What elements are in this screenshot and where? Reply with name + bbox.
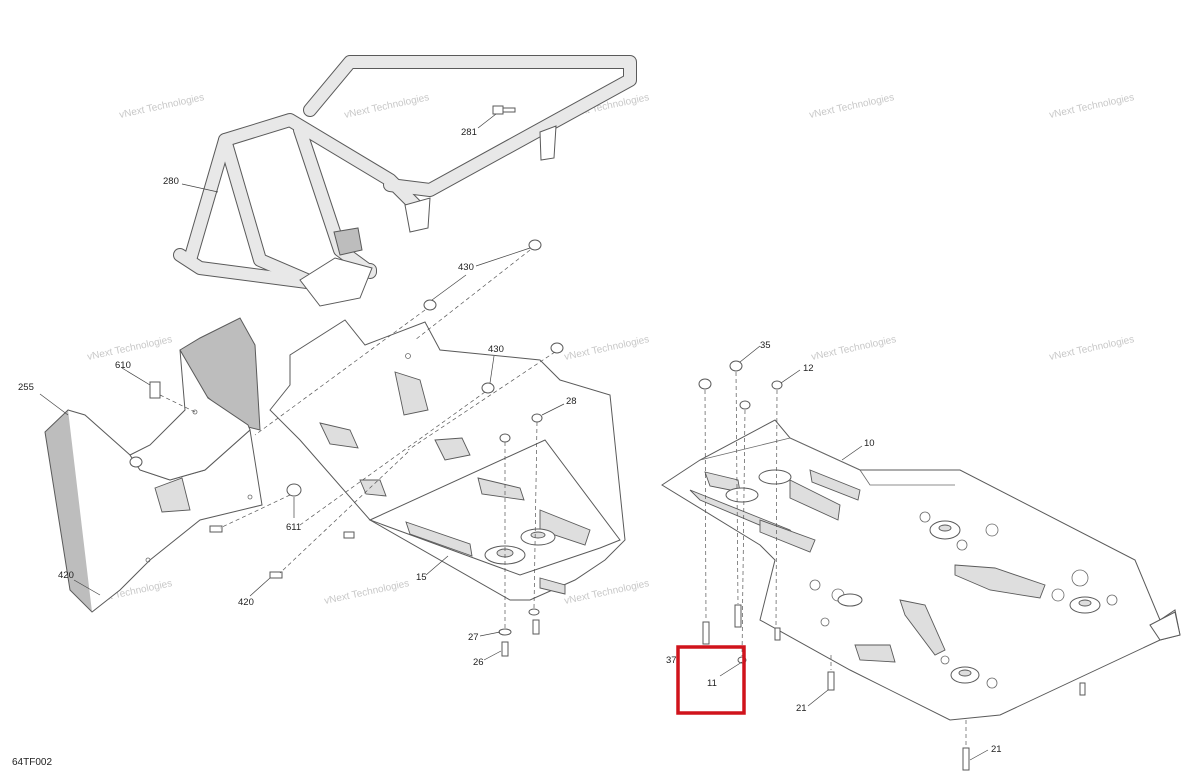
- highlight-box: [676, 645, 746, 715]
- callout-430: 430: [458, 262, 474, 273]
- watermark: vNext Technologies: [86, 334, 173, 363]
- bolt-420: [209, 525, 223, 533]
- callouts: 280 281 430 430 255 610 611 420 420 15 2…: [18, 127, 1002, 755]
- nut-35: [698, 378, 712, 390]
- nut: [499, 433, 511, 443]
- fasteners: [129, 239, 1086, 771]
- bolt-26: [501, 641, 509, 657]
- skid-plate-15: [269, 319, 626, 601]
- assembly-lines: [159, 249, 967, 746]
- callout-255: 255: [18, 382, 34, 393]
- callout-281: 281: [461, 127, 477, 138]
- bolt-21: [962, 747, 970, 771]
- bolt-420: [269, 571, 283, 579]
- bolt-37: [734, 604, 742, 628]
- callout-21: 21: [796, 703, 807, 714]
- nut-611: [286, 483, 302, 497]
- nut-28: [531, 413, 543, 423]
- washer-27: [498, 628, 512, 636]
- callout-430: 430: [488, 344, 504, 355]
- watermark: vNext Technologies: [1048, 92, 1135, 121]
- nut-430: [528, 239, 542, 251]
- callout-11: 11: [707, 678, 717, 689]
- watermark: vNext Technologies: [810, 334, 897, 363]
- callout-27: 27: [468, 632, 479, 643]
- callout-21: 21: [991, 744, 1002, 755]
- callout-10: 10: [864, 438, 875, 449]
- watermark: vNext Technologies: [323, 578, 410, 607]
- callout-12: 12: [803, 363, 814, 374]
- bolt-21: [774, 627, 781, 641]
- callout-420: 420: [238, 597, 254, 608]
- nut-430: [423, 299, 437, 311]
- callout-35: 35: [760, 340, 771, 351]
- stud-610: [149, 381, 161, 399]
- watermark: vNext Technologies: [808, 92, 895, 121]
- callout-610: 610: [115, 360, 131, 371]
- leader-lines: [39, 113, 989, 761]
- nut-35: [729, 360, 743, 372]
- bolt-21: [1079, 682, 1086, 696]
- bolt-37: [702, 621, 710, 645]
- side-guard-255: [44, 317, 263, 613]
- bolt: [343, 531, 355, 539]
- callout-26: 26: [473, 657, 484, 668]
- watermark: vNext Technologies: [563, 334, 650, 363]
- callout-280: 280: [163, 176, 179, 187]
- bolt-26: [532, 619, 540, 635]
- callout-37: 37: [666, 655, 677, 666]
- callout-28: 28: [566, 396, 577, 407]
- callout-611: 611: [286, 522, 301, 533]
- skid-plate-10: [661, 419, 1181, 721]
- front-bumper-tube: [173, 55, 637, 307]
- nut-430: [550, 342, 564, 354]
- nut-12: [739, 400, 751, 410]
- callout-420: 420: [58, 570, 74, 581]
- watermark: vNext Technologies: [118, 92, 205, 121]
- nut-610: [129, 456, 143, 468]
- bolt-281: [492, 105, 516, 115]
- nut-12: [771, 380, 783, 390]
- drawing-code: 64TF002: [12, 757, 52, 768]
- watermark: vNext Technologies: [343, 92, 430, 121]
- bolt-21: [827, 671, 835, 691]
- watermark: vNext Technologies: [563, 578, 650, 607]
- callout-15: 15: [416, 572, 427, 583]
- washer-27: [528, 608, 540, 616]
- nut-430: [481, 382, 495, 394]
- watermark: vNext Technologies: [1048, 334, 1135, 363]
